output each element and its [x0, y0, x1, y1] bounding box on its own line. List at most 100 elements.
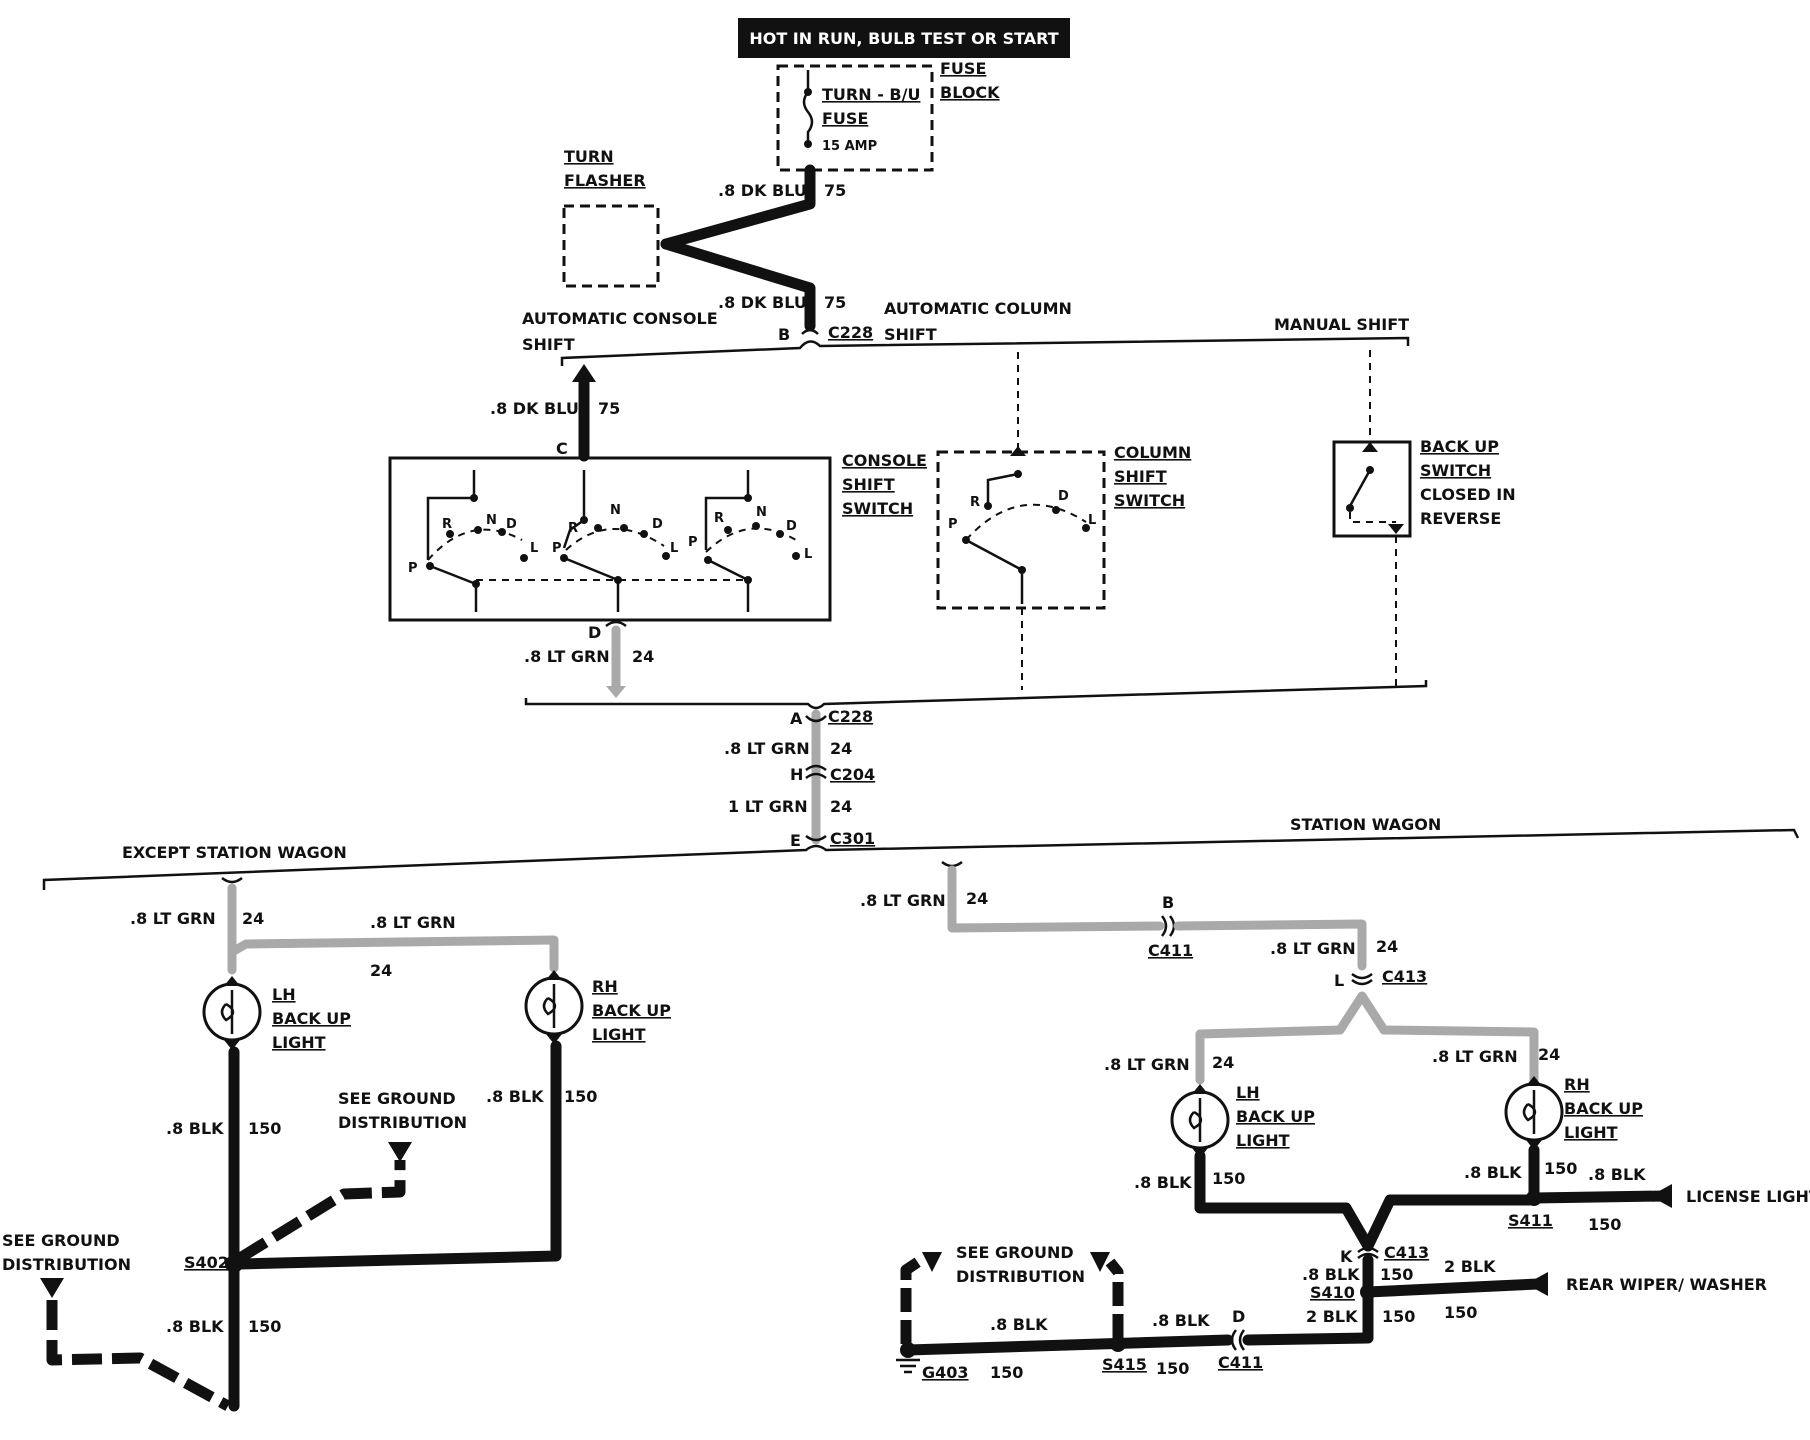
console-pos-n-3: N [756, 505, 767, 520]
top-wire-2-circuit: 75 [824, 293, 846, 312]
column-pos-d: D [1058, 489, 1069, 504]
header-label: HOT IN RUN, BULB TEST OR START [749, 29, 1058, 48]
sw-rh-feed-circuit: 24 [1538, 1045, 1560, 1064]
sw-wiper-label: REAR WIPER/ WASHER [1566, 1275, 1767, 1294]
sw-k-gauge: .8 BLK [1302, 1265, 1360, 1284]
sw-lh-filament [1188, 1098, 1203, 1142]
chain-wire1-gauge: .8 LT GRN [724, 739, 810, 758]
console-pos-d-1: D [506, 517, 517, 532]
console-wire-arrow [572, 364, 596, 382]
console-pos-r-2: R [568, 521, 578, 536]
fuse-word: FUSE [822, 109, 868, 128]
ew-feed-gauge: .8 LT GRN [130, 909, 216, 928]
sw-c413-pin: L [1334, 971, 1344, 990]
ew-lh-light-in-arrow [224, 976, 240, 986]
sw-wire-circuit: 24 [1376, 937, 1398, 956]
turn-flasher-label-2: FLASHER [564, 171, 646, 190]
sw-c411-lower-connector [1230, 1329, 1246, 1351]
sw-feed-connector [941, 860, 963, 868]
ew-left-ground-arrow [40, 1278, 64, 1298]
sw-license-arrow [1650, 1184, 1672, 1208]
ew-lh-gnd-circuit: 150 [248, 1119, 281, 1138]
fuse-terminal-bottom [804, 140, 812, 148]
console-shift-label-2: SHIFT [522, 335, 575, 354]
ew-left-ground-ref-2: DISTRIBUTION [2, 1255, 131, 1274]
sw-rh-light-in-arrow [1526, 1076, 1542, 1086]
column-shift-label-2: SHIFT [884, 325, 937, 344]
backup-switch-in-arrow [1362, 442, 1378, 452]
console-pos-r-3: R [714, 511, 724, 526]
sw-wiper-arrow [1526, 1272, 1548, 1296]
console-pos-p-2: P [552, 541, 562, 556]
sw-s410-out-circuit: 150 [1382, 1307, 1415, 1326]
sw-g403-label: G403 [922, 1363, 969, 1382]
fuse-name: TURN - B/U [822, 85, 920, 104]
sw-ground-ref-arrow-right [1090, 1252, 1110, 1272]
sw-ground-ref-arrow-left [922, 1252, 942, 1272]
backup-switch-outline [1332, 440, 1412, 538]
sw-rh-label-3: LIGHT [1564, 1123, 1618, 1142]
chain-wire1-circuit: 24 [830, 739, 852, 758]
sw-d-blk-wire [902, 1334, 1234, 1356]
ew-branch-gauge: .8 LT GRN [370, 913, 456, 932]
ew-lh-label-2: BACK UP [272, 1009, 351, 1028]
shift-option-bracket [560, 336, 1410, 366]
console-wire-circuit: 75 [598, 399, 620, 418]
sw-s410-out-blk-wire [1242, 1286, 1374, 1346]
ew-bottom-gauge: .8 BLK [166, 1317, 224, 1336]
c301-connector [805, 834, 827, 842]
console-switch-contact-group-2 [560, 470, 670, 612]
ew-rh-gnd-gauge: .8 BLK [486, 1087, 544, 1106]
console-out-circuit: 24 [632, 647, 654, 666]
sw-s411-label: S411 [1508, 1211, 1553, 1230]
sw-ground-ref-dashed [900, 1257, 1124, 1344]
sw-lh-feed-circuit: 24 [1212, 1053, 1234, 1072]
sw-c411-lower-pin: D [1232, 1307, 1245, 1326]
ew-rh-light-out-arrow [546, 1034, 562, 1044]
backup-switch-contact-bottom [1346, 504, 1354, 512]
sw-wiper-circuit: 150 [1444, 1303, 1477, 1322]
console-switch-contact-group-1 [426, 470, 528, 612]
column-pos-p: P [948, 517, 958, 532]
header-banner [738, 18, 1070, 58]
console-pos-p-1: P [408, 561, 418, 576]
fuse-rating: 15 AMP [822, 139, 877, 154]
fuse-block-title-2: BLOCK [940, 83, 1000, 102]
console-switch-label-3: SWITCH [842, 499, 913, 518]
column-pos-r: R [970, 495, 980, 510]
column-switch-label-1: COLUMN [1114, 443, 1191, 462]
turn-flasher-label-1: TURN [564, 147, 614, 166]
column-shift-label-1: AUTOMATIC COLUMN [884, 299, 1072, 318]
dk-blu-wire-fuse-to-flasher [660, 164, 816, 250]
except-wagon-title: EXCEPT STATION WAGON [122, 843, 347, 862]
sw-s415-label: S415 [1102, 1355, 1147, 1374]
c228-pin: A [790, 709, 803, 728]
sw-splice-s411 [1526, 1190, 1542, 1206]
column-switch-contact-l [1082, 524, 1090, 532]
ew-s402-label: S402 [184, 1253, 229, 1272]
sw-c411-pin: B [1162, 893, 1174, 912]
sw-license-circuit: 150 [1588, 1215, 1621, 1234]
c204-pin: H [790, 765, 803, 784]
turn-flasher-outline [562, 204, 660, 288]
dk-blu-wire-flasher-to-c228 [660, 238, 816, 332]
sw-rh-filament [1522, 1090, 1537, 1134]
console-pos-d-3: D [786, 519, 797, 534]
ew-lh-gnd-gauge: .8 BLK [166, 1119, 224, 1138]
sw-c413-lower-name: C413 [1384, 1243, 1429, 1262]
sw-lt-grn-feed [947, 865, 1165, 933]
sw-rh-label-1: RH [1564, 1075, 1590, 1094]
ew-lh-filament [220, 990, 235, 1034]
ew-left-ground-ref-1: SEE GROUND [2, 1231, 120, 1250]
sw-wiper-gauge: 2 BLK [1444, 1257, 1496, 1276]
c204-connector [805, 764, 827, 780]
sw-lt-grn-split [1195, 991, 1539, 1085]
ew-lh-label-3: LIGHT [272, 1033, 326, 1052]
sw-rh-gnd-circuit: 150 [1544, 1159, 1577, 1178]
sw-d-gauge: .8 BLK [1152, 1311, 1210, 1330]
sw-wiper-blk-wire [1362, 1278, 1544, 1298]
console-pos-r-1: R [442, 517, 452, 532]
sw-s415-circuit: 150 [1156, 1359, 1189, 1378]
sw-g403-gauge: .8 BLK [990, 1315, 1048, 1334]
